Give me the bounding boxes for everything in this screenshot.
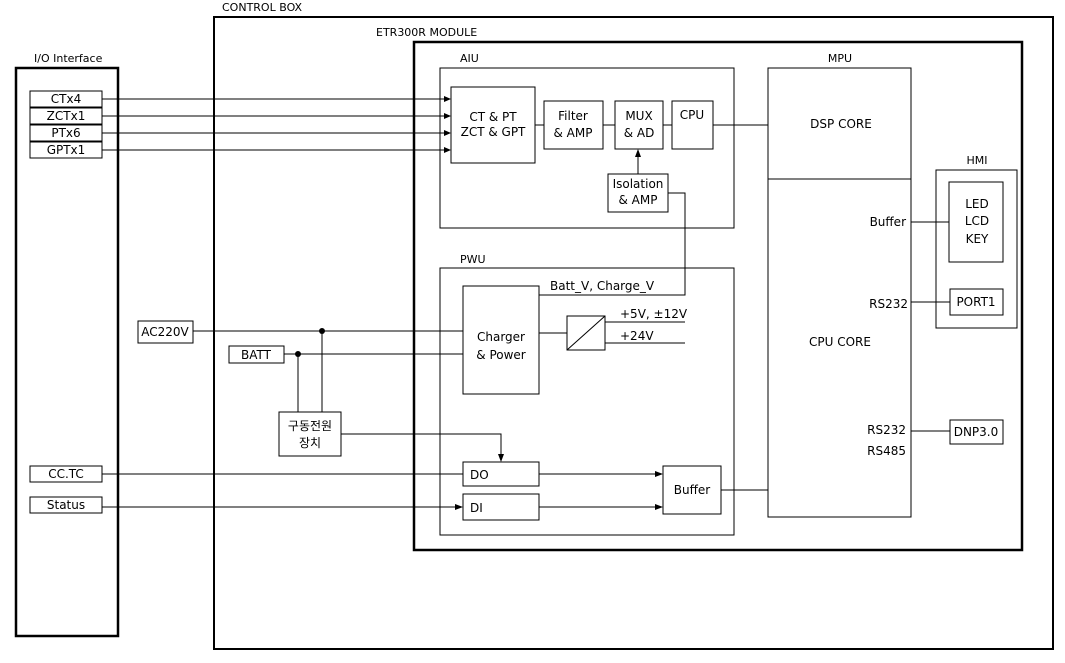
control-box-title: CONTROL BOX bbox=[222, 1, 303, 14]
module-frame bbox=[412, 40, 1024, 552]
module-title: ETR300R MODULE bbox=[376, 26, 477, 39]
mux-line1: MUX bbox=[625, 109, 652, 123]
pwu-buffer-label: Buffer bbox=[674, 483, 710, 497]
wire-batt-charge-feedback bbox=[539, 192, 686, 296]
mpu-rs485-label: RS485 bbox=[867, 444, 906, 458]
hmi-port-label: PORT1 bbox=[956, 295, 995, 309]
aiu-title: AIU bbox=[460, 52, 479, 65]
port-ctx4-label: CTx4 bbox=[51, 92, 81, 106]
dsp-core-label: DSP CORE bbox=[810, 117, 872, 131]
cpu-core-label: CPU CORE bbox=[809, 335, 871, 349]
drive-power-line1: 구동전원 bbox=[288, 419, 332, 433]
pwu-title: PWU bbox=[460, 253, 486, 266]
isolation-line1: Isolation bbox=[613, 177, 664, 191]
arrow-ctx4 bbox=[444, 96, 451, 102]
io-interface-frame bbox=[14, 66, 120, 638]
mpu-rs232-a-label: RS232 bbox=[869, 297, 908, 311]
di-label: DI bbox=[470, 501, 483, 515]
io-interface-title: I/O Interface bbox=[34, 52, 103, 65]
port-ptx6-label: PTx6 bbox=[51, 126, 80, 140]
hmi-led-label: LED bbox=[965, 197, 989, 211]
arrow-zctx1 bbox=[444, 113, 451, 119]
dc-converter-diagonal bbox=[566, 315, 606, 351]
mpu-buffer-label: Buffer bbox=[870, 215, 906, 229]
arrow-gptx1 bbox=[444, 147, 451, 153]
batt-label: BATT bbox=[241, 348, 272, 362]
aiu-frame bbox=[439, 67, 735, 229]
arrow-drive-do bbox=[498, 454, 504, 462]
cc-tc-label: CC.TC bbox=[48, 467, 84, 481]
control-box-frame bbox=[213, 16, 1054, 650]
hmi-key-label: KEY bbox=[966, 232, 989, 246]
pwu-frame bbox=[439, 267, 735, 536]
batt-charge-label: Batt_V, Charge_V bbox=[550, 279, 655, 293]
dnp-label: DNP3.0 bbox=[954, 425, 999, 439]
status-box bbox=[29, 496, 103, 514]
ct-pt-line1: CT & PT bbox=[469, 110, 517, 124]
arrow-do-buffer bbox=[655, 471, 663, 477]
arrow-ptx6 bbox=[444, 130, 451, 136]
mux-line2: & AD bbox=[624, 126, 655, 140]
mpu-frame bbox=[767, 67, 912, 518]
do-label: DO bbox=[470, 468, 489, 482]
port-zctx1-label: ZCTx1 bbox=[47, 109, 86, 123]
arrow-status-di bbox=[455, 504, 463, 510]
charger-box bbox=[462, 285, 540, 395]
filter-line1: Filter bbox=[558, 109, 588, 123]
hmi-frame bbox=[935, 169, 1018, 329]
charger-line1: Charger bbox=[477, 330, 525, 344]
voltage-label-1: +5V, ±12V bbox=[620, 307, 688, 321]
charger-line2: & Power bbox=[476, 348, 526, 362]
ct-pt-line2: ZCT & GPT bbox=[461, 125, 526, 139]
hmi-title: HMI bbox=[966, 154, 987, 167]
filter-line2: & AMP bbox=[554, 126, 593, 140]
ac220v-label: AC220V bbox=[141, 325, 189, 339]
drive-power-line2: 장치 bbox=[299, 436, 321, 450]
mpu-rs232-b-label: RS232 bbox=[867, 423, 906, 437]
status-label: Status bbox=[47, 498, 85, 512]
ac220v-box bbox=[137, 320, 194, 344]
voltage-label-2: +24V bbox=[620, 329, 654, 343]
aiu-cpu-label: CPU bbox=[680, 108, 704, 122]
dnp-box bbox=[949, 419, 1004, 445]
arrow-di-buffer bbox=[655, 504, 663, 510]
port-gptx1-label: GPTx1 bbox=[47, 143, 86, 157]
isolation-line2: & AMP bbox=[619, 193, 658, 207]
arrow-isolation-mux bbox=[635, 149, 641, 157]
hmi-lcd-label: LCD bbox=[965, 214, 989, 228]
mpu-title: MPU bbox=[828, 52, 852, 65]
wire-drive-do bbox=[341, 433, 502, 455]
